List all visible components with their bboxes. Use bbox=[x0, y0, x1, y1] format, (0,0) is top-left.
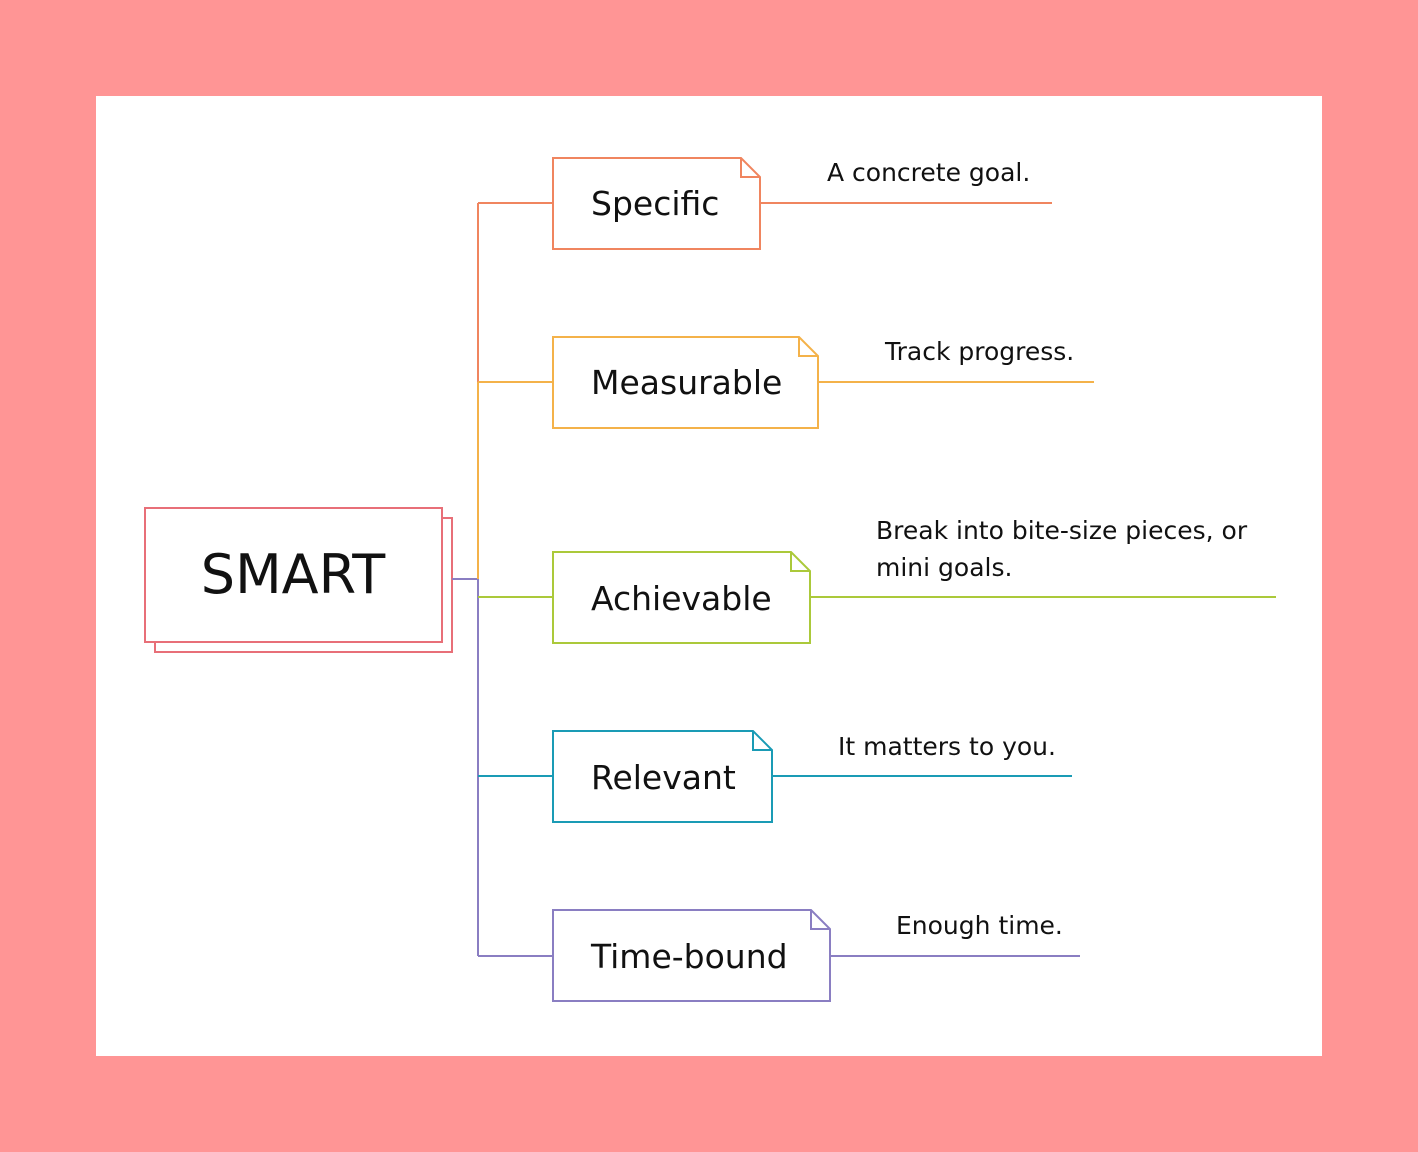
branch-specific-label: Specific bbox=[591, 184, 719, 223]
branch-measurable-fold-icon bbox=[798, 337, 818, 357]
branch-relevant-fold-icon bbox=[752, 731, 772, 751]
branch-time-bound-description: Enough time. bbox=[896, 911, 1063, 940]
branch-time-bound: Time-bound bbox=[478, 909, 1080, 1002]
branch-specific: Specific bbox=[478, 157, 1052, 250]
branch-specific-description: A concrete goal. bbox=[827, 158, 1031, 187]
branch-time-bound-box bbox=[552, 909, 831, 1002]
branch-measurable-description: Track progress. bbox=[885, 337, 1075, 366]
branch-relevant-box bbox=[552, 730, 773, 823]
branch-achievable-fold-icon bbox=[790, 552, 810, 572]
branch-measurable-box bbox=[552, 336, 819, 429]
branch-time-bound-fold-icon bbox=[810, 910, 830, 930]
branch-achievable-label: Achievable bbox=[591, 579, 772, 618]
branch-relevant: Relevant bbox=[478, 730, 1072, 823]
branch-achievable-description: Break into bite-size pieces, or mini goa… bbox=[876, 516, 1248, 582]
branch-achievable-box bbox=[552, 551, 811, 644]
root-label: SMART bbox=[201, 543, 386, 606]
branch-achievable: Achievable bbox=[478, 551, 1276, 644]
branch-relevant-description: It matters to you. bbox=[838, 732, 1056, 761]
branch-relevant-label: Relevant bbox=[591, 758, 736, 797]
branch-specific-fold-icon bbox=[740, 158, 760, 178]
branch-time-bound-label: Time-bound bbox=[590, 937, 788, 976]
branch-measurable: Measurable bbox=[478, 336, 1094, 429]
root-node: SMART bbox=[144, 507, 453, 653]
root-node-front bbox=[144, 507, 443, 643]
branch-specific-box bbox=[552, 157, 761, 250]
branch-measurable-label: Measurable bbox=[591, 363, 782, 402]
